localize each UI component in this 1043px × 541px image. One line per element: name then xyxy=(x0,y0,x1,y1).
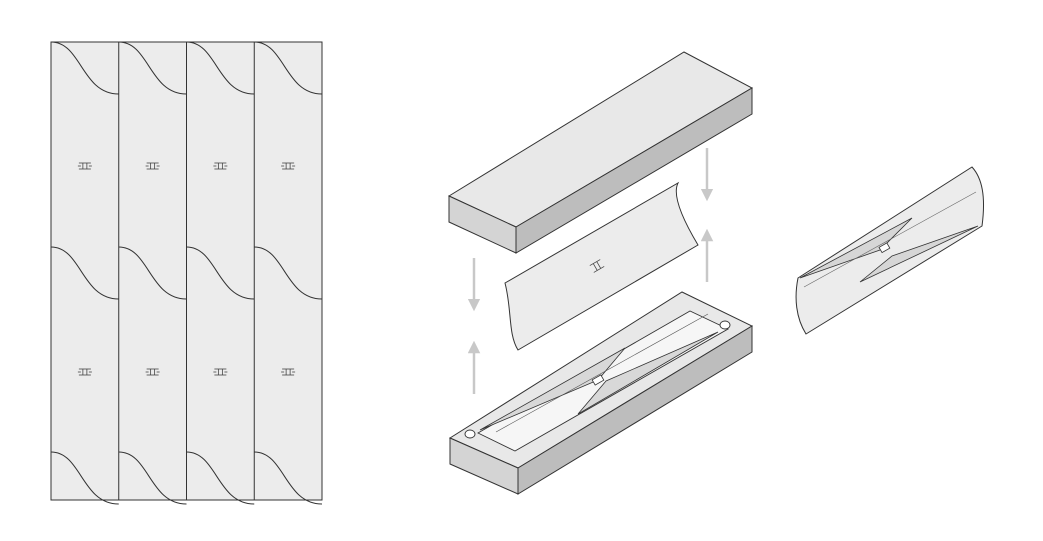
cell-marker-icon xyxy=(213,368,228,376)
formed-part xyxy=(795,166,985,335)
cavity-wedge-left xyxy=(479,347,626,431)
cut-curve xyxy=(50,246,119,300)
cavity-centerline xyxy=(495,313,709,433)
alignment-pin-right xyxy=(719,320,731,330)
cut-curve xyxy=(186,246,255,300)
cut-curve xyxy=(50,41,119,95)
cell-marker-icon xyxy=(77,162,92,170)
cell-marker-icon xyxy=(145,162,160,170)
cut-curve xyxy=(254,451,323,505)
cell-marker-icon xyxy=(145,368,160,376)
cell-marker-icon xyxy=(281,368,296,376)
formed-part-wedge-left xyxy=(799,217,913,279)
alignment-pin-left xyxy=(464,429,476,439)
cavity-wedge-right xyxy=(577,331,719,415)
cut-curve xyxy=(254,41,323,95)
cut-curve xyxy=(118,41,187,95)
foil-sheet xyxy=(504,181,699,351)
formed-part-wedge-right xyxy=(859,225,979,283)
strip-columns xyxy=(50,41,323,505)
cell-marker-icon xyxy=(213,162,228,170)
cavity-center-block xyxy=(591,374,605,386)
upper-mold xyxy=(447,51,754,254)
cut-curve xyxy=(118,451,187,505)
lower-mold-side-face xyxy=(517,325,753,495)
cut-curve xyxy=(50,451,119,505)
cut-curve xyxy=(254,246,323,300)
flat-sheet-pattern xyxy=(50,41,323,505)
cut-curve xyxy=(186,41,255,95)
cut-curve xyxy=(118,246,187,300)
foil-sheet-body xyxy=(504,181,699,351)
foil-sheet-icon xyxy=(589,259,605,273)
cell-marker-icon xyxy=(281,162,296,170)
formed-part-body xyxy=(795,166,985,335)
motion-arrows xyxy=(467,148,714,394)
lower-mold xyxy=(448,291,754,495)
upper-mold-side-face xyxy=(515,87,753,254)
formed-part-ridge xyxy=(803,191,977,288)
formed-part-center xyxy=(878,242,891,254)
cell-marker-icon xyxy=(77,368,92,376)
cut-curve xyxy=(186,451,255,505)
